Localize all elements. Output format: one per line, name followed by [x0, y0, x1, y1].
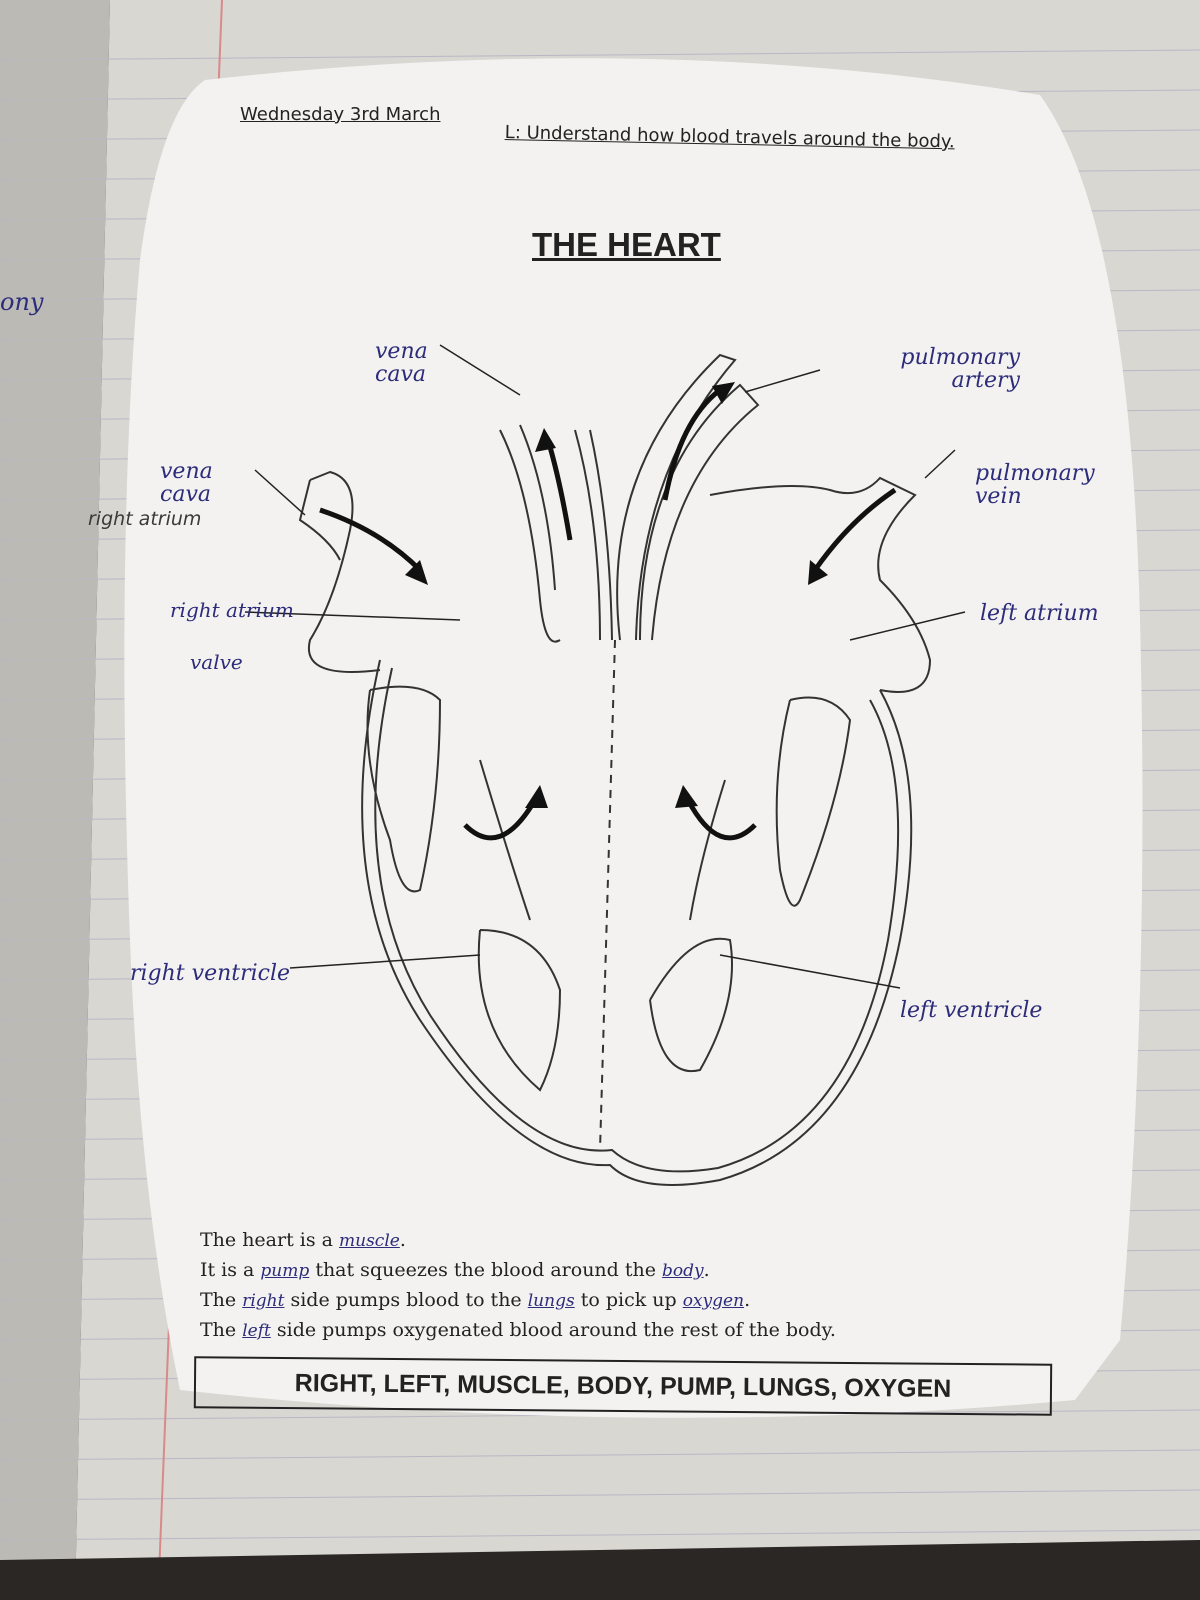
label-right-atrium-pencil: right atrium: [88, 508, 202, 530]
sentence-3-middle: side pumps blood to the: [290, 1289, 522, 1311]
label-right-ventricle: right ventricle: [130, 961, 291, 986]
pointer-left-atrium: [849, 611, 966, 641]
heart-diagram: [298, 353, 932, 1186]
margin-scribble: ony: [0, 288, 44, 316]
aorta-wall-3: [574, 429, 601, 641]
flow-arrow-pulmonary-artery: [662, 388, 722, 501]
aorta-wall-4: [589, 429, 613, 641]
arrow-heads: [405, 382, 828, 808]
label-right-atrium: right atrium: [170, 598, 294, 622]
arrow-head-6: [675, 785, 698, 808]
flow-arrow-right-ventricle: [463, 798, 538, 841]
fill-in-sentences: The heart is a muscle. It is a pump that…: [200, 1226, 836, 1346]
pulmonary-artery-inner: [639, 383, 760, 641]
right-papillary: [477, 929, 562, 1092]
sentence-4-end: side pumps oxygenated blood around the r…: [276, 1319, 836, 1341]
sentence-2: It is a pump that squeezes the blood aro…: [200, 1256, 836, 1286]
mitral-valve: [689, 779, 726, 921]
sentence-3: The right side pumps blood to the lungs …: [200, 1286, 836, 1316]
answer-muscle: muscle: [339, 1231, 400, 1251]
sentence-1-text: The heart is a: [200, 1229, 333, 1251]
left-notebook-page: [0, 0, 110, 1600]
aorta-wall-2: [519, 424, 556, 591]
sentence-4: The left side pumps oxygenated blood aro…: [200, 1316, 836, 1346]
label-left-ventricle: left ventricle: [900, 998, 1043, 1023]
pointer-right-atrium: [244, 611, 461, 621]
sentence-2-text: It is a: [200, 1259, 255, 1281]
sentence-2-end: .: [703, 1259, 710, 1281]
pointer-left-ventricle: [719, 954, 901, 989]
answer-body: body: [662, 1261, 704, 1281]
label-pointers: [244, 344, 966, 989]
label-pulmonary-vein: pulmonary vein: [975, 461, 1095, 510]
sentence-4-text: The: [200, 1319, 237, 1341]
label-valve: valve: [190, 650, 243, 674]
right-atrium-wall: [307, 470, 381, 673]
word-bank: RIGHT, LEFT, MUSCLE, BODY, PUMP, LUNGS, …: [193, 1356, 1053, 1416]
arrow-head-1: [405, 560, 428, 585]
label-left-atrium: left atrium: [980, 601, 1099, 626]
worksheet-sheet: [124, 58, 1143, 1418]
answer-right: right: [242, 1291, 285, 1311]
arrow-head-3: [712, 382, 735, 404]
sentence-3-middle-2: to pick up: [580, 1289, 677, 1311]
pointer-vena-cava-left: [254, 469, 306, 516]
sentence-1: The heart is a muscle.: [200, 1226, 836, 1256]
arrow-head-5: [525, 785, 548, 808]
vena-cava-vessel: [298, 479, 341, 561]
sentence-2-middle: that squeezes the blood around the: [315, 1259, 656, 1281]
flow-arrow-vena-cava: [319, 507, 422, 572]
answer-lungs: lungs: [527, 1291, 575, 1311]
septum: [599, 639, 616, 1151]
sentence-3-end: .: [744, 1289, 751, 1311]
sentence-1-end: .: [399, 1229, 406, 1251]
heart-outline-inner: [374, 667, 900, 1173]
left-atrium-wall: [709, 476, 932, 693]
pointer-pulmonary-vein: [924, 449, 956, 479]
bottom-shadow: [0, 1540, 1200, 1600]
label-vena-cava-top: vena cava: [375, 339, 428, 388]
pointer-pulmonary-artery: [744, 369, 821, 393]
pulmonary-artery-outer: [616, 353, 737, 641]
answer-pump: pump: [260, 1261, 310, 1281]
heart-outline: [361, 659, 913, 1186]
left-ventricle-inner: [775, 696, 852, 907]
arrow-head-4: [808, 560, 828, 585]
answer-oxygen: oxygen: [682, 1291, 745, 1311]
label-pulmonary-artery: pulmonary artery: [900, 345, 1020, 394]
flow-arrow-pulmonary-vein: [812, 487, 897, 572]
lesson-date: Wednesday 3rd March: [240, 104, 441, 125]
sentence-3-text: The: [200, 1289, 237, 1311]
worksheet-title: THE HEART: [532, 226, 721, 263]
pointer-vena-cava-top: [439, 344, 521, 396]
tricuspid-valve: [479, 759, 531, 921]
label-vena-cava-left: vena cava: [160, 459, 213, 508]
arrow-head-2: [535, 428, 556, 452]
pointer-right-ventricle: [289, 954, 481, 969]
left-papillary: [649, 937, 733, 1073]
answer-left: left: [242, 1321, 271, 1341]
flow-arrow-left-ventricle: [685, 798, 757, 841]
right-ventricle-inner: [366, 685, 442, 893]
aorta-wall-1: [499, 429, 561, 643]
